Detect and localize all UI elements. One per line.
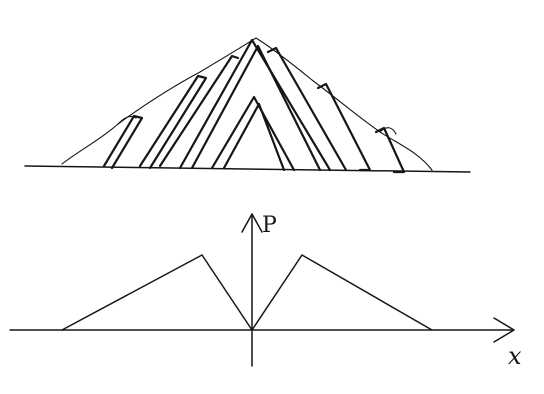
- hill-outline: [61, 37, 433, 171]
- right-band-2: [374, 126, 406, 174]
- left-band-3: [158, 54, 240, 168]
- left-band-1: [102, 114, 144, 170]
- left-band-2: [138, 74, 208, 170]
- pressure-graph: P x: [9, 213, 522, 370]
- y-axis-arrowhead: [241, 213, 263, 233]
- apex-chevron-inner: [190, 44, 322, 172]
- x-axis-arrowhead: [493, 317, 515, 343]
- x-axis-label: x: [508, 342, 522, 370]
- right-band-3: [266, 46, 348, 172]
- y-axis-label: P: [262, 213, 277, 238]
- outline-bump-right: [379, 127, 397, 135]
- inner-chevron-outer: [210, 95, 296, 172]
- inner-chevron-inner: [222, 102, 286, 172]
- pressure-profile-line: [61, 254, 433, 331]
- right-band-1: [316, 82, 372, 172]
- pile-sketch: [24, 37, 471, 174]
- apex-chevron-outer: [178, 38, 332, 172]
